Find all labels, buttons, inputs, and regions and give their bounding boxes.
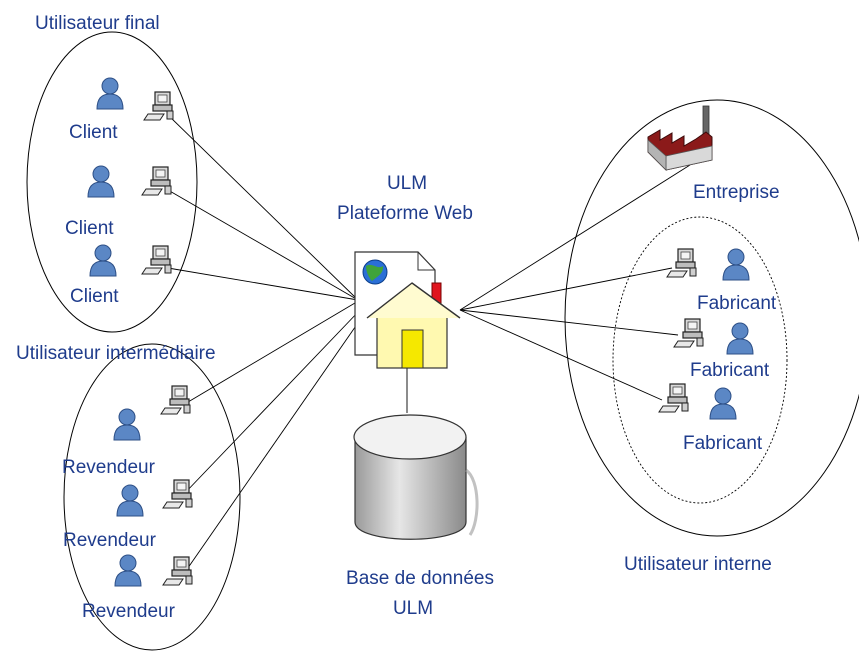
computer-icon: [141, 166, 172, 196]
reseller-label-1: Revendeur: [62, 457, 156, 478]
company-label: Entreprise: [693, 182, 780, 203]
person-icon: [116, 484, 144, 517]
manufacturer-label-3: Fabricant: [683, 433, 763, 454]
database-node: Base de données ULM: [346, 414, 494, 619]
reseller-node-2: Revendeur: [63, 479, 193, 551]
manufacturer-node-2: Fabricant: [673, 318, 770, 381]
internal-user-title: Utilisateur interne: [624, 554, 772, 575]
link-reseller-3: [182, 319, 361, 576]
computer-icon: [658, 383, 689, 413]
manufacturer-label-2: Fabricant: [690, 360, 770, 381]
connection-lines: [167, 114, 691, 576]
end-user-title: Utilisateur final: [35, 13, 160, 34]
reseller-label-2: Revendeur: [63, 530, 157, 551]
client-node-2: Client: [65, 165, 172, 239]
database-icon: [353, 414, 479, 540]
intermediate-user-title: Utilisateur intermédiaire: [16, 343, 216, 364]
reseller-label-3: Revendeur: [82, 601, 176, 622]
client-label-3: Client: [70, 286, 119, 307]
person-icon: [114, 554, 142, 587]
person-icon: [722, 248, 750, 281]
link-manufacturer-3: [459, 309, 663, 401]
manufacturer-subgroup-ellipse: [612, 216, 788, 504]
company-node: Entreprise: [647, 105, 780, 203]
computer-icon: [666, 248, 697, 278]
person-icon: [709, 387, 737, 420]
computer-icon: [162, 479, 193, 509]
computer-icon: [143, 91, 174, 121]
link-company: [459, 164, 691, 311]
person-icon: [89, 244, 117, 277]
computer-icon: [160, 385, 191, 415]
computer-icon: [162, 556, 193, 586]
platform-title-line2: Plateforme Web: [337, 203, 473, 224]
client-node-3: Client: [70, 244, 172, 307]
client-label-1: Client: [69, 122, 118, 143]
manufacturer-node-3: Fabricant: [658, 383, 763, 454]
web-platform-node: ULM Plateforme Web: [337, 173, 473, 369]
link-reseller-2: [182, 309, 361, 496]
factory-icon: [647, 105, 713, 171]
reseller-node-1: Revendeur: [62, 385, 191, 478]
computer-icon: [141, 245, 172, 275]
database-label-line2: ULM: [393, 598, 433, 619]
link-client-2: [167, 189, 359, 301]
client-node-1: Client: [69, 77, 174, 143]
link-client-1: [167, 114, 359, 301]
end-user-ellipse: [26, 31, 198, 333]
link-reseller-1: [182, 299, 361, 406]
link-manufacturer-2: [459, 309, 679, 336]
link-client-3: [167, 267, 359, 301]
database-label-line1: Base de données: [346, 568, 494, 589]
person-icon: [87, 165, 115, 198]
manufacturer-node-1: Fabricant: [666, 248, 777, 314]
intermediate-user-ellipse: [63, 343, 241, 651]
house-icon: [366, 282, 461, 369]
person-icon: [96, 77, 124, 110]
client-label-2: Client: [65, 218, 114, 239]
internal-user-ellipse: [564, 99, 859, 537]
computer-icon: [673, 318, 704, 348]
platform-title-line1: ULM: [387, 173, 427, 194]
manufacturer-label-1: Fabricant: [697, 293, 777, 314]
reseller-node-3: Revendeur: [82, 554, 193, 622]
person-icon: [726, 322, 754, 355]
person-icon: [113, 408, 141, 441]
